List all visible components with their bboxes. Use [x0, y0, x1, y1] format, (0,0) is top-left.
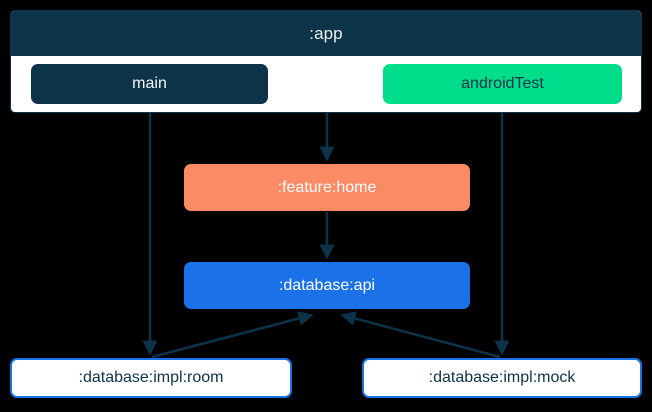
- node-database-impl-mock[interactable]: :database:impl:mock: [362, 358, 642, 398]
- node-database-impl-room[interactable]: :database:impl:room: [10, 358, 292, 398]
- node-feature-home[interactable]: :feature:home: [184, 164, 470, 211]
- node-database-api[interactable]: :database:api: [184, 262, 470, 309]
- edge-database-impl-room-to-database-api: [151, 311, 314, 359]
- subgraph-app-title: :app: [309, 23, 343, 43]
- subgraph-app-header: :app: [11, 11, 641, 56]
- node-main[interactable]: main: [31, 64, 268, 104]
- edge-database-impl-mock-to-database-api: [340, 311, 501, 359]
- node-android-test[interactable]: androidTest: [383, 64, 622, 104]
